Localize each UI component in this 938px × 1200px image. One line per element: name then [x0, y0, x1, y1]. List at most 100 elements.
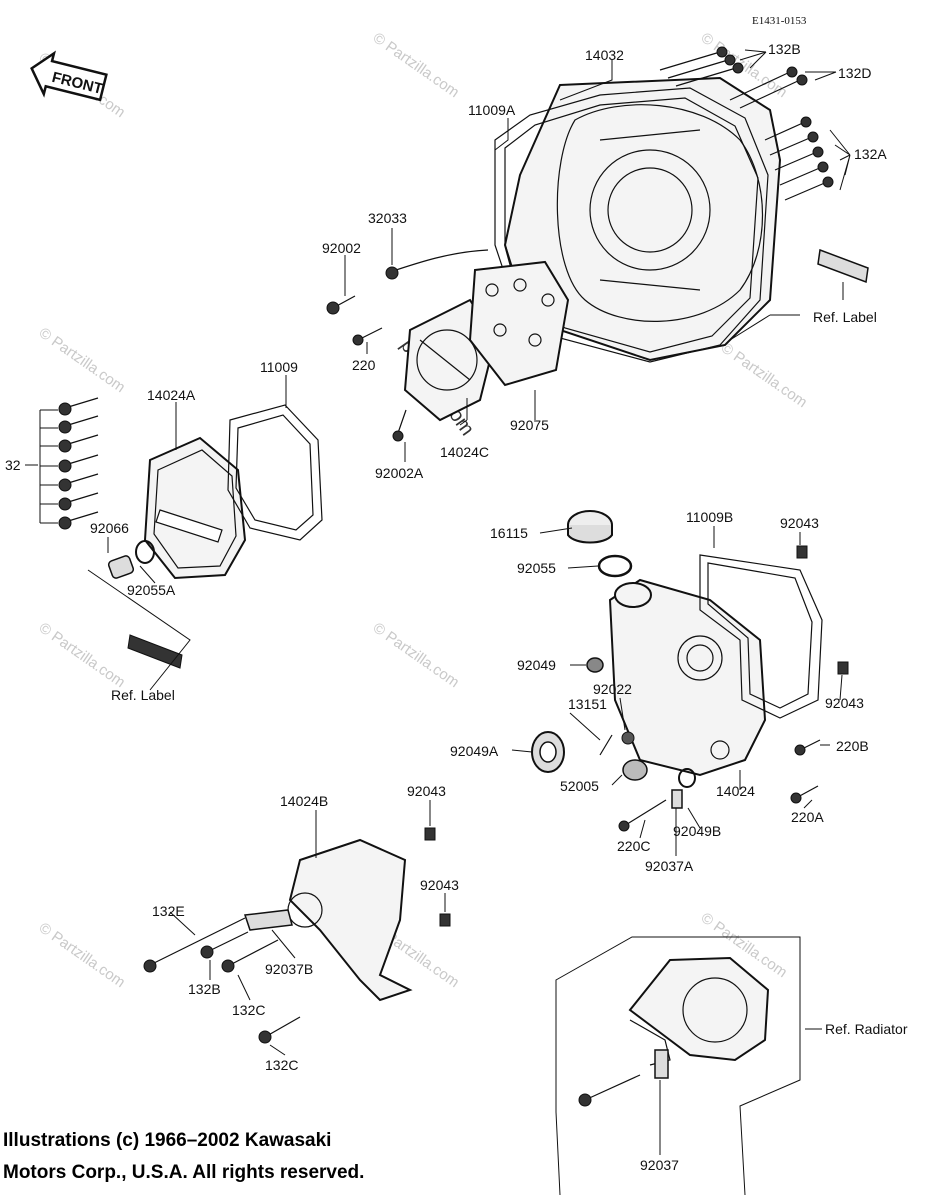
label-92043-b: 92043: [825, 695, 864, 711]
callout-labels: 14032 132B 132D 11009A 132A 32033 92002 …: [5, 41, 908, 1173]
clamp-92037: [654, 1049, 669, 1079]
label-ref-label-top: Ref. Label: [813, 309, 877, 325]
label-132C-b: 132C: [265, 1057, 298, 1073]
label-92066: 92066: [90, 520, 129, 536]
bolt-220: [352, 327, 383, 346]
label-92055A: 92055A: [127, 582, 176, 598]
label-92075: 92075: [510, 417, 549, 433]
label-14032: 14032: [585, 47, 624, 63]
fitting-13151: [599, 734, 613, 756]
bolt-220B: [794, 739, 821, 756]
bolts-132A: [764, 116, 834, 201]
label-132C-a: 132C: [232, 1002, 265, 1018]
label-132E: 132E: [152, 903, 185, 919]
label-92043-d: 92043: [420, 877, 459, 893]
label-14024B: 14024B: [280, 793, 328, 809]
bolt-220A: [790, 785, 819, 804]
clutch-cover-14032: [503, 76, 782, 362]
label-132B-top: 132B: [768, 41, 801, 57]
label-92043-a: 92043: [780, 515, 819, 531]
seal-92049A: [531, 731, 565, 773]
watermark-4: © Partzilla.com: [36, 324, 129, 396]
label-92049B: 92049B: [673, 823, 721, 839]
watermark-2: © Partzilla.com: [370, 29, 463, 101]
cover-14024B: [287, 838, 413, 1002]
bolt-92002: [326, 295, 356, 315]
bolts-32: [39, 397, 99, 530]
watermark-6: © Partzilla.com: [36, 619, 129, 691]
ref-label-plate: [817, 248, 869, 284]
copyright-line-1: Illustrations (c) 1966–2002 Kawasaki: [3, 1130, 332, 1151]
label-92002A: 92002A: [375, 465, 424, 481]
bolt-132C-b: [258, 1016, 301, 1044]
gasket-11009B: [699, 554, 823, 719]
bolts-132B: [659, 46, 744, 87]
cover-14024: [608, 578, 767, 777]
dowel-92043-a: [796, 545, 808, 559]
gasket-11009: [227, 404, 323, 541]
seal-92022: [621, 731, 635, 745]
label-92022: 92022: [593, 681, 632, 697]
label-92037: 92037: [640, 1157, 679, 1173]
label-92049A: 92049A: [450, 743, 499, 759]
bolt-132B-bottom: [200, 931, 249, 959]
bolts-132D: [729, 66, 808, 109]
cap-16115: [567, 510, 613, 544]
radiator-frame: [555, 936, 801, 1196]
label-11009B: 11009B: [686, 509, 733, 525]
label-132B-bottom: 132B: [188, 981, 221, 997]
oring-92055A: [135, 540, 155, 564]
label-11009: 11009: [260, 359, 298, 375]
label-92049: 92049: [517, 657, 556, 673]
front-arrow-icon: FRONT: [30, 50, 108, 102]
cover-14024A: [143, 436, 247, 580]
dowel-92043-b: [837, 661, 849, 675]
watermark-7: © Partzilla.com: [370, 619, 463, 691]
bolt-220C: [618, 799, 667, 832]
bolt-92002A: [392, 409, 407, 442]
diagram-code: E1431-0153: [752, 15, 807, 27]
bolt-132E: [143, 917, 246, 973]
ref-label-left-plate: [127, 634, 183, 669]
label-32: 32: [5, 457, 21, 473]
label-132D: 132D: [838, 65, 871, 81]
oring-92049B: [678, 768, 696, 788]
label-220B: 220B: [836, 738, 869, 754]
clamp-92037B: [243, 909, 293, 931]
watermark-5: © Partzilla.com: [718, 339, 811, 411]
plate-92075: [468, 260, 570, 387]
label-16115: 16115: [490, 525, 528, 541]
bearing-52005: [622, 759, 648, 781]
bolt-132C-a: [221, 939, 279, 973]
label-92037A: 92037A: [645, 858, 694, 874]
label-14024A: 14024A: [147, 387, 196, 403]
label-132A: 132A: [854, 146, 887, 162]
pipe-32033: [385, 249, 489, 280]
clamp-92037A: [671, 789, 683, 809]
bolt-92037-radiator: [578, 1074, 641, 1107]
label-52005: 52005: [560, 778, 599, 794]
water-pump-cover: [628, 956, 770, 1066]
oring-92049: [586, 657, 604, 673]
leader-lines: [25, 49, 851, 1155]
copyright-line-2: Motors Corp., U.S.A. All rights reserved…: [3, 1162, 365, 1183]
label-92055: 92055: [517, 560, 556, 576]
oring-92055: [597, 554, 633, 578]
label-32033: 32033: [368, 210, 407, 226]
label-ref-label-left: Ref. Label: [111, 687, 175, 703]
plug-92066: [107, 555, 135, 579]
label-92002: 92002: [322, 240, 361, 256]
label-13151: 13151: [568, 696, 607, 712]
label-11009A: 11009A: [468, 102, 516, 118]
dowel-92043-c: [424, 827, 436, 841]
label-220A: 220A: [791, 809, 824, 825]
label-92037B: 92037B: [265, 961, 313, 977]
label-14024: 14024: [716, 783, 755, 799]
label-220C: 220C: [617, 838, 650, 854]
label-220: 220: [352, 357, 376, 373]
label-92043-c: 92043: [407, 783, 446, 799]
dowel-92043-d: [439, 913, 451, 927]
label-ref-radiator: Ref. Radiator: [825, 1021, 908, 1037]
